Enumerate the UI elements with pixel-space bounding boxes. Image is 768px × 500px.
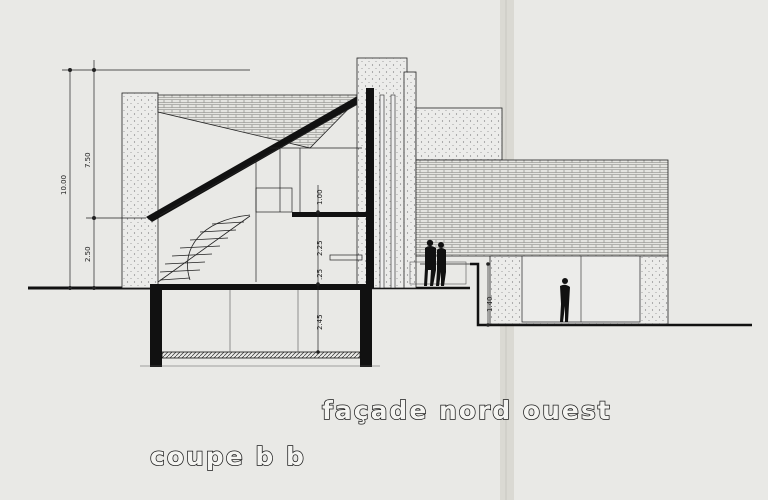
- dim-basement: 2.45: [316, 314, 324, 330]
- title-section: coupe b b: [150, 442, 306, 471]
- section-cut: [140, 57, 417, 367]
- human-figures: [424, 239, 570, 322]
- dim-total-height: 10.00: [60, 175, 68, 195]
- staircase: [157, 214, 251, 283]
- dim-level-225: 2.25: [316, 240, 324, 256]
- dimension-ticks: [68, 68, 490, 354]
- dim-lower-height: 2.50: [84, 246, 92, 262]
- facade-nord-ouest: [409, 107, 669, 325]
- title-facade: façade nord ouest: [322, 396, 612, 425]
- dim-upper-height: 7.50: [84, 152, 92, 168]
- dim-floor-slab: 1.00: [316, 189, 324, 205]
- dim-lower-terrace: 1.40: [486, 296, 494, 312]
- rear-volume: [121, 92, 363, 289]
- dim-level-25: .25: [316, 269, 324, 280]
